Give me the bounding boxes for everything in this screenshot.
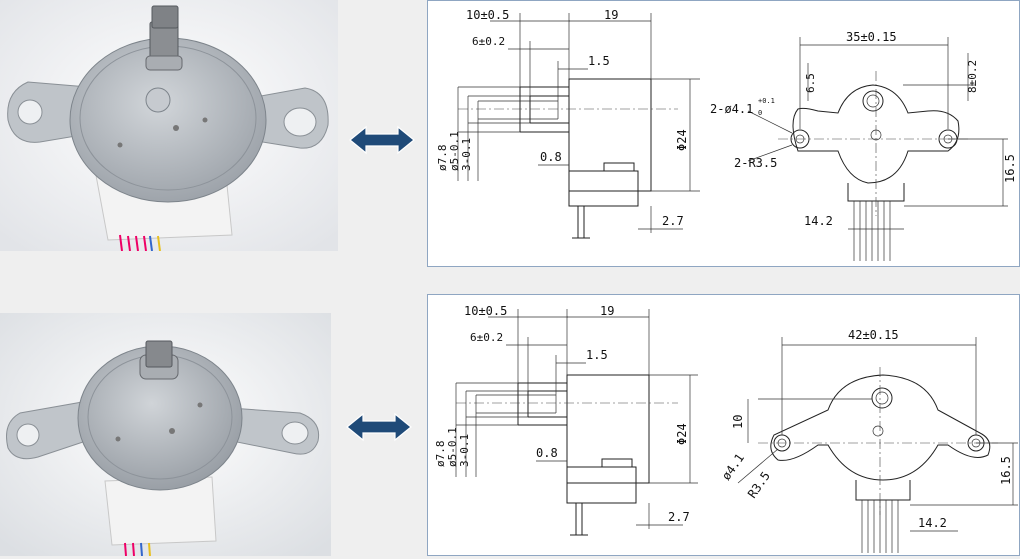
- dim-label: 16.5: [999, 456, 1013, 485]
- side-view-top: 10±0.5 19 6±0.2 1.5 0.8 2.7 Φ24 ø7.8 ø5-…: [436, 8, 700, 239]
- dim-label: 14.2: [918, 516, 947, 530]
- front-view-bottom: 42±0.15 10 ø4.1 R3.5 16.5 14.2: [719, 328, 1018, 553]
- side-view-bottom: 10±0.5 19 6±0.2 1.5 0.8 2.7 Φ24 ø7.8 ø5-…: [434, 304, 698, 536]
- dim-label: Φ24: [675, 129, 689, 151]
- double-arrow-icon: [345, 411, 413, 447]
- dim-label: 35±0.15: [846, 30, 897, 44]
- dim-label: 10±0.5: [466, 8, 509, 22]
- dim-label: 6±0.2: [470, 331, 503, 344]
- dim-label: 0.8: [540, 150, 562, 164]
- dim-label: 8±0.2: [966, 60, 979, 93]
- dim-label: ø4.1: [719, 451, 747, 483]
- dim-label: 1.5: [586, 348, 608, 362]
- dim-label: 2.7: [662, 214, 684, 228]
- motor-photo-top: [0, 0, 338, 251]
- dim-label: 1.5: [588, 54, 610, 68]
- dim-label: 14.2: [804, 214, 833, 228]
- dim-label: 0: [758, 109, 762, 117]
- dim-label: 16.5: [1003, 154, 1017, 183]
- dim-label: 19: [604, 8, 618, 22]
- dim-label: 2-ø4.1: [710, 102, 753, 116]
- drawing-panel-bottom: 10±0.5 19 6±0.2 1.5 0.8 2.7 Φ24 ø7.8 ø5-…: [427, 294, 1020, 556]
- dim-label: ø5-0.1: [448, 131, 461, 171]
- front-view-top: 35±0.15 6.5 8±0.2 2-ø4.1 +0.1 0 2-R3.5 1…: [710, 30, 1017, 261]
- dim-label: ø5-0.1: [446, 427, 459, 467]
- dim-label: 2.7: [668, 510, 690, 524]
- motor-photo-bottom: [0, 313, 331, 556]
- double-arrow-icon: [348, 124, 416, 160]
- dim-label: 10±0.5: [464, 304, 507, 318]
- dim-label: 6±0.2: [472, 35, 505, 48]
- drawing-panel-top: 10±0.5 19 6±0.2 1.5 0.8 2.7 Φ24 ø7.8 ø5-…: [427, 0, 1020, 267]
- dim-label: 10: [731, 415, 745, 429]
- dim-label: 19: [600, 304, 614, 318]
- dim-label: 6.5: [804, 73, 817, 93]
- dim-label: 3-0.1: [458, 434, 471, 467]
- dim-label: 2-R3.5: [734, 156, 777, 170]
- dim-label: ø7.8: [436, 145, 449, 172]
- dim-label: +0.1: [758, 97, 775, 105]
- dim-label: 0.8: [536, 446, 558, 460]
- dim-label: Φ24: [675, 423, 689, 445]
- dim-label: ø7.8: [434, 441, 447, 468]
- dim-label: 42±0.15: [848, 328, 899, 342]
- dim-label: 3-0.1: [460, 138, 473, 171]
